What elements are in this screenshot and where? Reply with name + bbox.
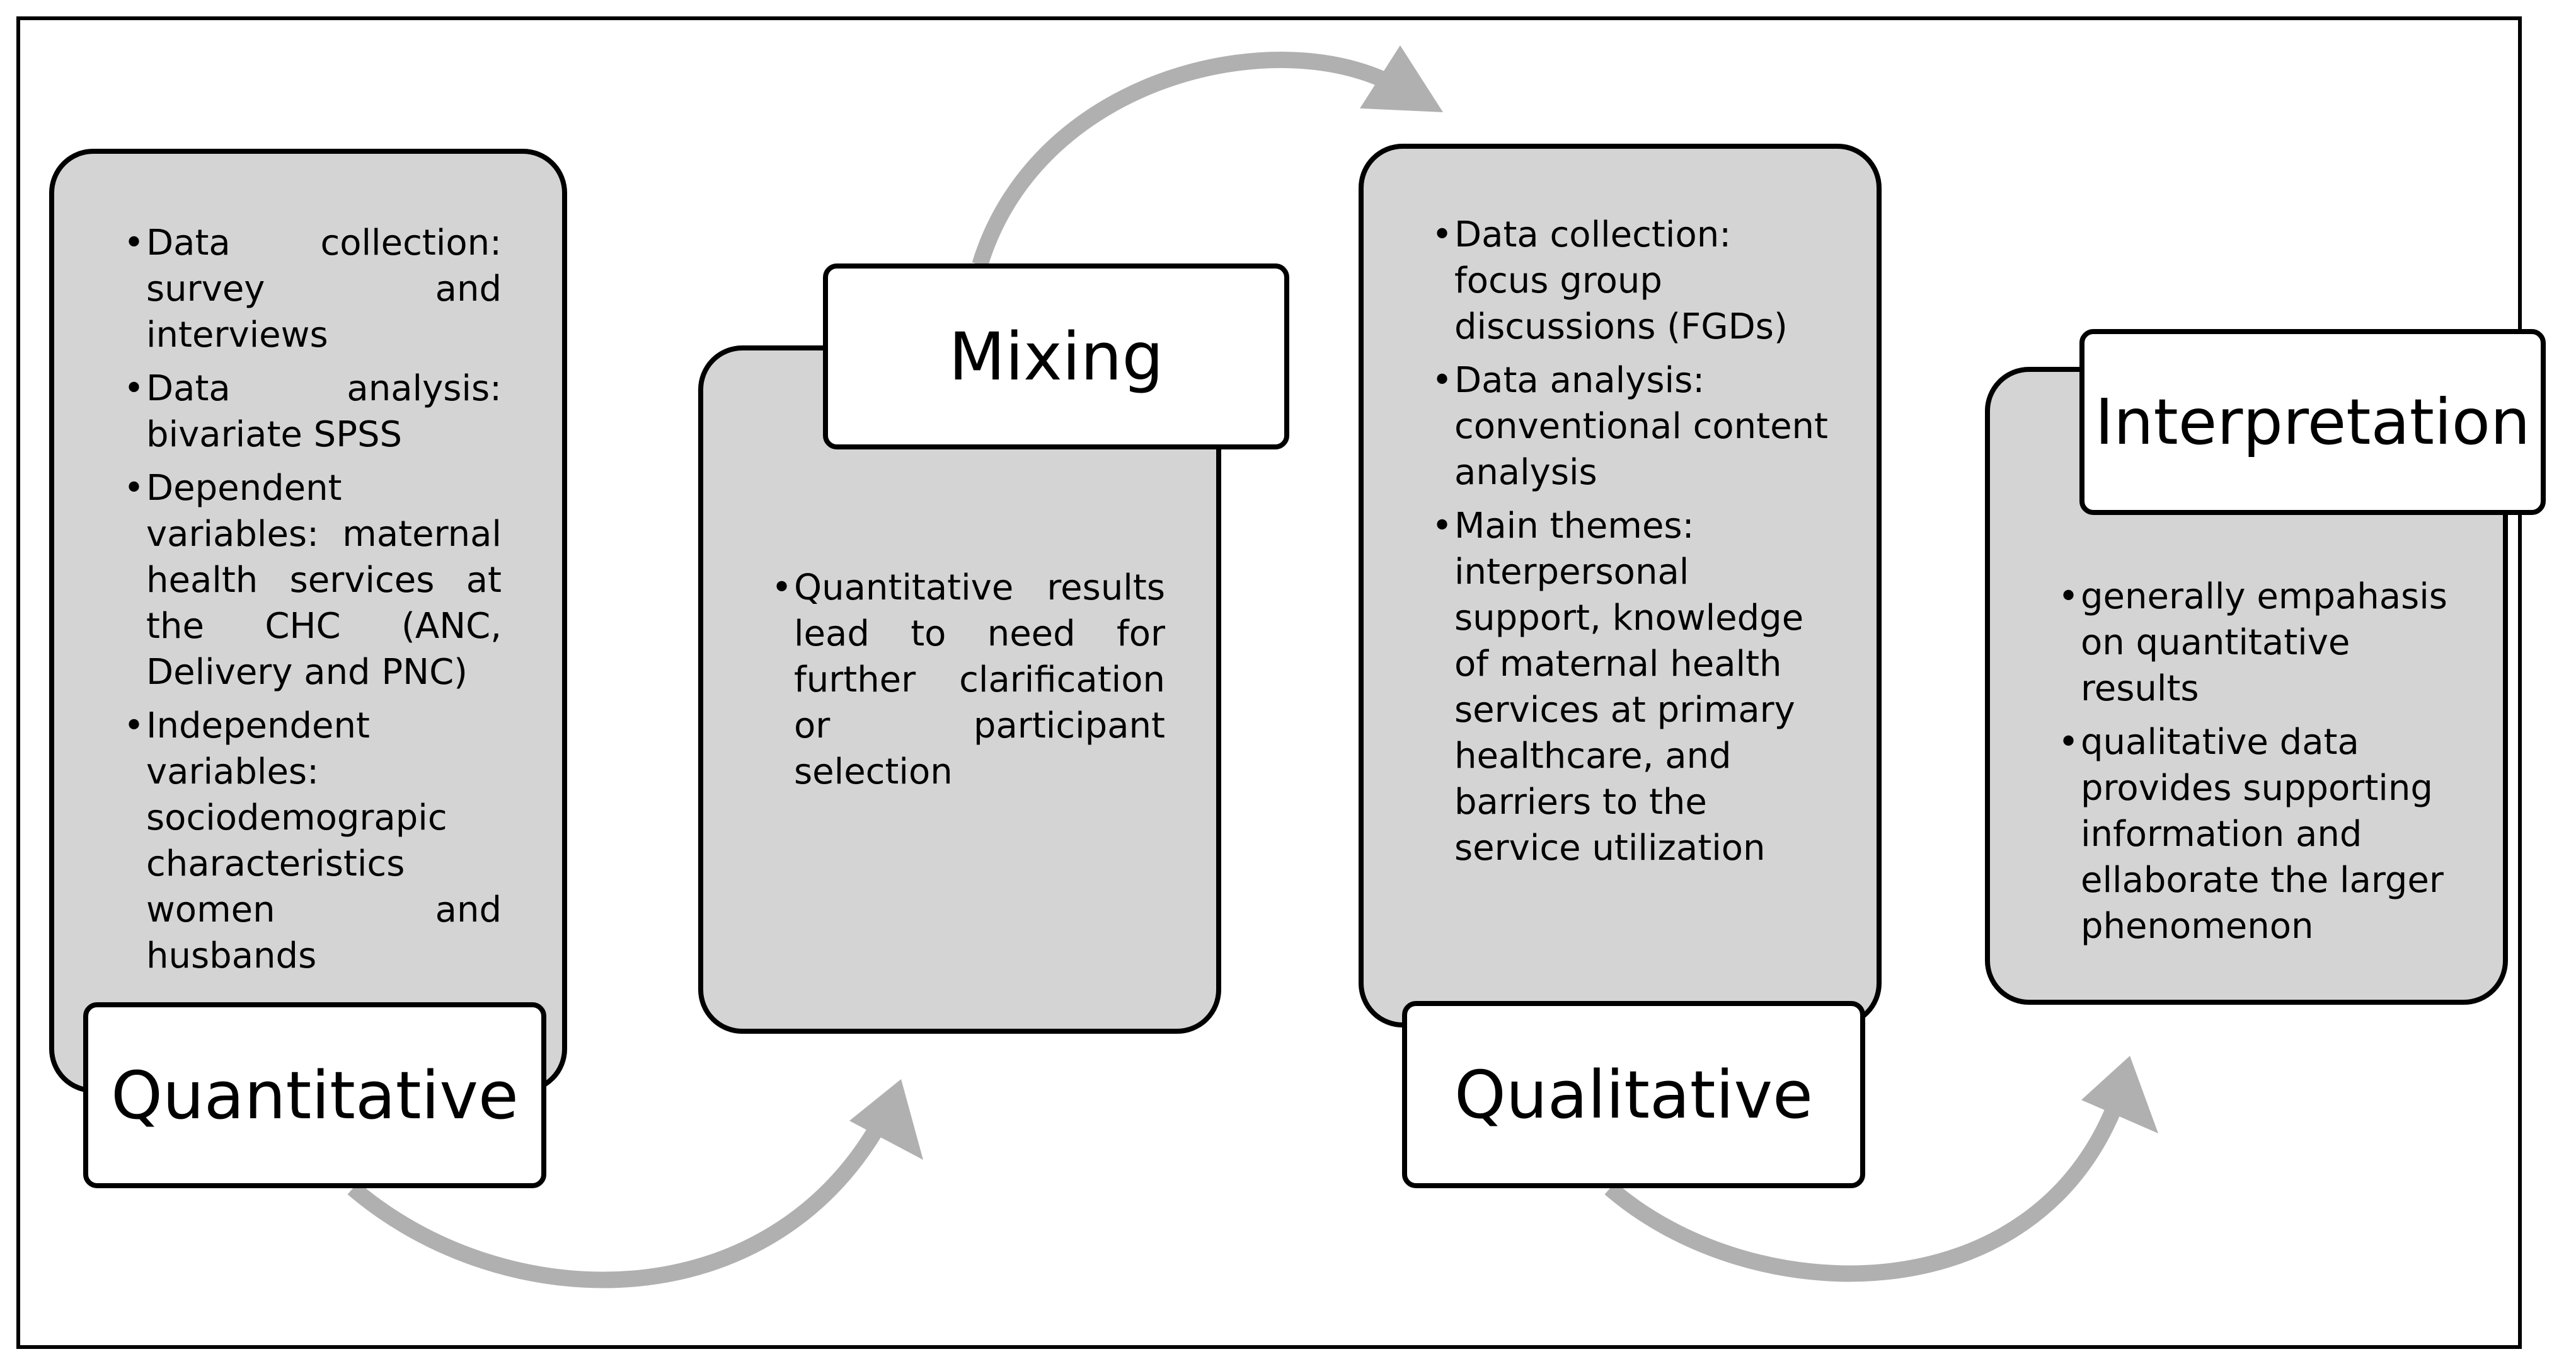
quantitative-bullet: Dependent variables: maternal health ser… [124,465,502,695]
arrowhead-quantitative-to-mixing [849,1079,923,1160]
quantitative-bullet: Data analysis: bivariate SPSS [124,366,502,458]
qualitative-box: Data collection: focus group discussions… [1359,144,1882,1027]
arrowhead-qualitative-to-interpretation-head [2081,1056,2158,1133]
mixing-label: Mixing [823,263,1289,449]
mixing-bullet-list: Quantitative results lead to need for fu… [771,565,1165,802]
qualitative-bullet: Data analysis: conventional content anal… [1432,357,1835,495]
arrow-quantitative-to-mixing [347,1114,890,1288]
qualitative-bullet: Data collection: focus group discussions… [1432,212,1835,350]
quantitative-bullet-list: Data collection: survey and interviews D… [124,220,502,986]
quantitative-bullet: Independent variables: sociodemograpic c… [124,703,502,979]
qualitative-bullet: Main themes: interpersonal support, know… [1432,503,1835,871]
mixing-bullet: Quantitative results lead to need for fu… [771,565,1165,795]
diagram-frame [16,16,2522,1349]
quantitative-label: Quantitative [83,1002,546,1188]
arrow-mixing-to-qualitative [972,52,1410,267]
qualitative-bullet-list: Data collection: focus group discussions… [1432,212,1835,879]
arrow-qualitative-to-interpretation [1604,1097,2125,1282]
interpretation-bullet-list: generally empahasis on quantitative resu… [2058,574,2461,957]
quantitative-bullet: Data collection: survey and interviews [124,220,502,358]
interpretation-bullet: generally empahasis on quantitative resu… [2058,574,2461,712]
qualitative-label: Qualitative [1402,1001,1865,1188]
interpretation-label: Interpretation [2079,329,2546,515]
quantitative-box: Data collection: survey and interviews D… [49,149,567,1093]
interpretation-bullet: qualitative data provides supporting inf… [2058,719,2461,949]
arrowhead-mixing-to-qualitative [1360,45,1443,112]
